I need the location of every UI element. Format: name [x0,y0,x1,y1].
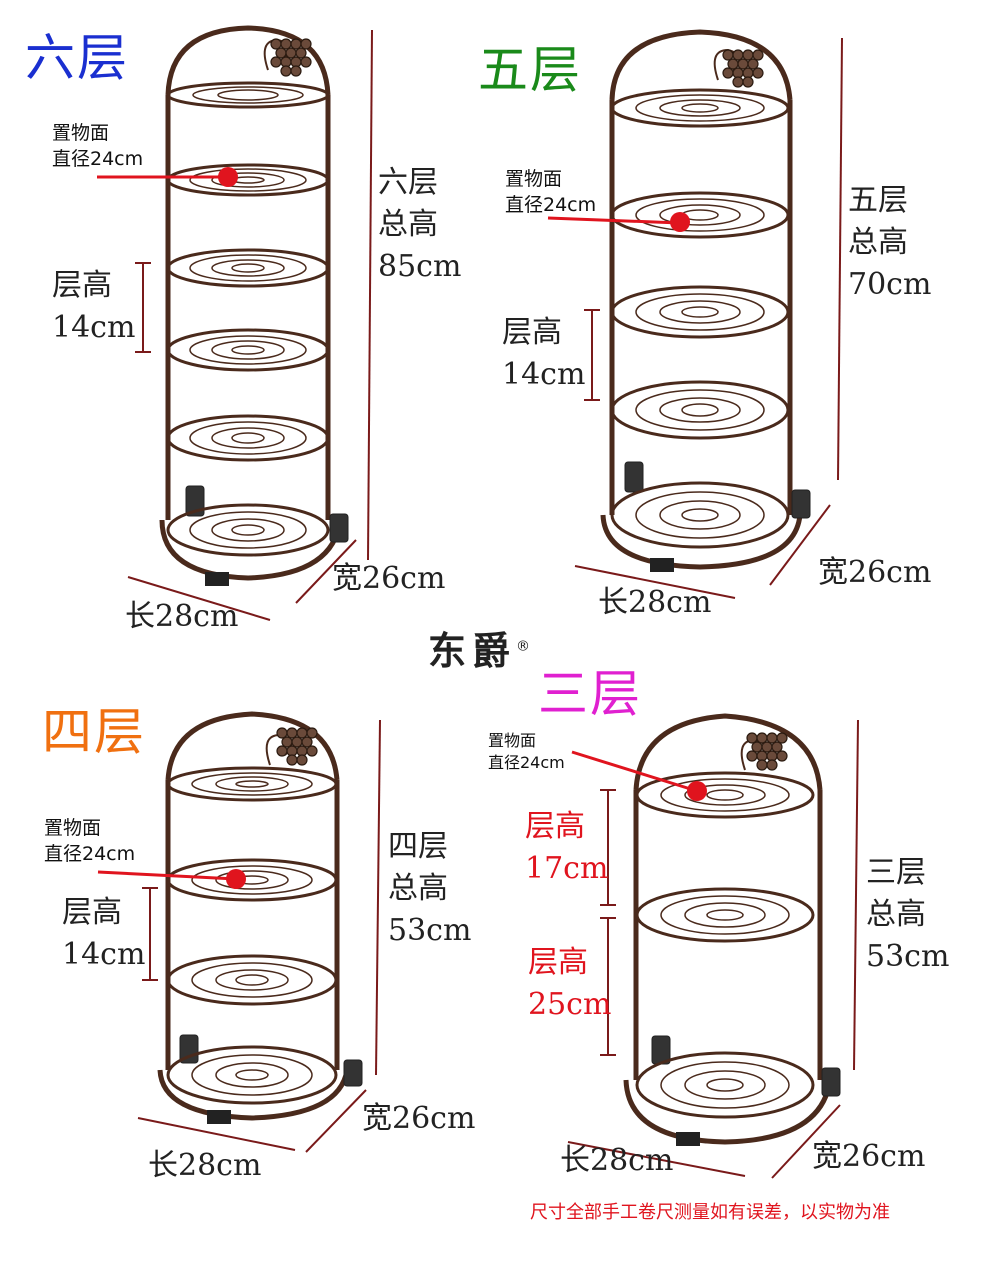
six-width: 宽26cm [332,561,446,596]
six-layer-height: 层高 14cm [52,265,135,349]
four-tier-title: 四层 [42,703,146,761]
six-surface-label: 置物面 直径24cm [52,120,143,172]
three-tier-surface-dot [687,781,707,801]
five-total-line2: 总高 [848,225,908,260]
three-tier-dimensions [567,719,859,1179]
three-surface-line1: 置物面 [488,731,537,750]
three-surface-line2: 直径24cm [488,753,565,772]
six-length: 长28cm [125,599,239,634]
six-layer-label: 层高 [52,268,112,303]
five-total-height: 五层 总高 70cm [848,180,931,306]
three-layer1-height: 层高 17cm [525,806,608,890]
six-total-value: 85cm [378,249,462,284]
five-layer-value: 14cm [502,357,586,392]
four-layer-label: 层高 [62,895,122,930]
five-tier-rack [600,29,811,572]
four-surface-label: 置物面 直径24cm [44,815,135,867]
brand-name: 东爵 [428,629,517,673]
four-total-value: 53cm [388,913,472,948]
five-layer-height: 层高 14cm [502,312,585,396]
six-tier-rack [159,25,349,586]
five-tier-title: 五层 [478,41,582,99]
three-layer2-height: 层高 25cm [528,942,611,1026]
five-layer-label: 层高 [502,315,562,350]
three-layer2-value: 25cm [528,987,612,1022]
six-total-height: 六层 总高 85cm [378,162,461,288]
six-tier-dimensions [97,29,373,621]
six-surface-line2: 直径24cm [52,148,144,170]
four-tier-dimensions [97,719,381,1153]
three-total-line1: 三层 [866,855,926,890]
four-surface-line2: 直径24cm [44,843,136,865]
five-tier-dimensions [547,37,843,599]
six-total-line1: 六层 [378,165,438,200]
five-tier-surface-dot [670,212,690,232]
five-surface-line2: 直径24cm [505,194,597,216]
three-total-height: 三层 总高 53cm [866,852,949,978]
three-surface-label: 置物面 直径24cm [488,730,565,774]
registered-mark: ® [516,638,537,655]
three-total-value: 53cm [866,939,950,974]
three-length: 长28cm [560,1143,674,1178]
three-width: 宽26cm [812,1139,926,1174]
brand-logo: 东爵® [428,620,536,675]
three-layer1-value: 17cm [525,851,609,886]
six-layer-value: 14cm [52,310,136,345]
five-total-line1: 五层 [848,183,908,218]
three-tier-title: 三层 [538,665,642,723]
five-surface-line1: 置物面 [505,168,563,190]
six-tier-title: 六层 [25,29,129,87]
five-length: 长28cm [598,585,712,620]
four-surface-line1: 置物面 [44,817,102,839]
six-surface-line1: 置物面 [52,122,110,144]
six-total-line2: 总高 [378,207,438,242]
four-total-line1: 四层 [388,829,448,864]
four-width: 宽26cm [362,1101,476,1136]
five-width: 宽26cm [818,555,932,590]
four-tier-surface-dot [226,869,246,889]
four-total-line2: 总高 [388,871,448,906]
four-length: 长28cm [148,1148,262,1183]
three-layer1-label: 层高 [525,809,585,844]
three-layer2-label: 层高 [528,945,588,980]
four-tier-rack [157,711,363,1124]
four-layer-height: 层高 14cm [62,892,145,976]
three-total-line2: 总高 [866,897,926,932]
measurement-footnote: 尺寸全部手工卷尺测量如有误差，以实物为准 [530,1202,890,1223]
five-surface-label: 置物面 直径24cm [505,166,596,218]
four-total-height: 四层 总高 53cm [388,826,471,952]
six-tier-surface-dot [218,167,238,187]
four-layer-value: 14cm [62,937,146,972]
five-total-value: 70cm [848,267,932,302]
three-tier-rack [623,713,841,1146]
